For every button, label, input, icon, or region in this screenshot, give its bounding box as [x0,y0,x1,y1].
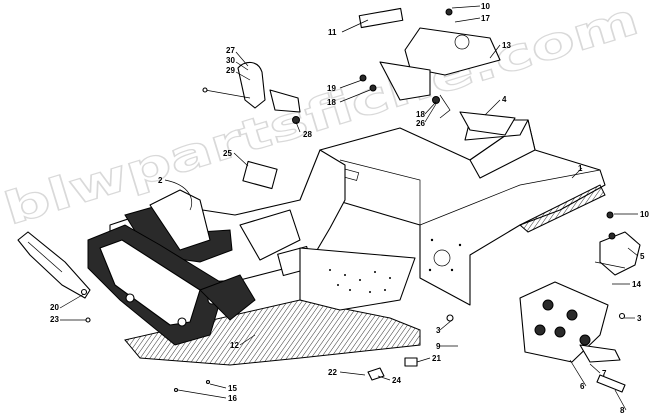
callout-3: 3 [436,326,441,335]
callout-22: 22 [328,368,337,377]
callout-13: 13 [502,41,511,50]
callout-2: 2 [158,176,163,185]
callout-18: 18 [416,110,425,119]
upper-bracket-cluster [202,61,301,124]
steering-post-bracket [358,7,501,119]
belly-pan [124,247,421,366]
callout-16: 16 [228,394,237,403]
footrest-plate [519,281,621,363]
callout-18: 18 [327,98,336,107]
callout-23: 23 [50,315,59,324]
callout-21: 21 [432,354,441,363]
callout-25: 25 [223,149,232,158]
callout-27: 27 [226,46,235,55]
panel-4 [459,111,516,136]
callout-17: 17 [481,14,490,23]
running-board-bracket [594,231,641,276]
callout-11: 11 [328,28,337,37]
callout-8: 8 [620,406,625,415]
callout-10: 10 [640,210,649,219]
callout-24: 24 [392,376,401,385]
callout-9: 9 [436,342,441,351]
callout-10: 10 [481,2,490,11]
callout-20: 20 [50,303,59,312]
callout-3: 3 [637,314,642,323]
callout-14: 14 [632,280,641,289]
callout-28: 28 [303,130,312,139]
callout-26: 26 [416,119,425,128]
front-bracket [17,231,91,299]
plate-25 [242,160,278,190]
callout-1: 1 [578,164,583,173]
callout-6: 6 [580,382,585,391]
callout-30: 30 [226,56,235,65]
callout-4: 4 [502,95,507,104]
callout-12: 12 [230,341,239,350]
fasteners [85,8,626,393]
front-side-rail [87,224,256,346]
link-8 [596,374,626,393]
callout-19: 19 [327,84,336,93]
callouts: 10 17 11 13 27 30 29 19 18 18 26 4 28 25… [50,2,649,415]
callout-7: 7 [602,369,607,378]
callout-29: 29 [226,66,235,75]
callout-15: 15 [228,384,237,393]
leader-lines [59,5,639,411]
callout-5: 5 [640,252,645,261]
